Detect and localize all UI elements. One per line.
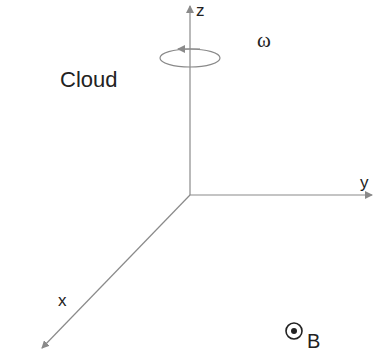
x-axis <box>42 195 190 348</box>
y-axis <box>190 194 372 195</box>
field-symbol-dot <box>291 328 297 334</box>
axis-label: x <box>58 292 67 309</box>
sphere-outline <box>42 47 338 343</box>
rotation-arrow <box>178 48 200 49</box>
field-label: B <box>307 331 320 351</box>
axis-label: z <box>196 2 205 19</box>
cloud-sphere: Cloud <box>42 47 338 343</box>
field-symbol-ring <box>286 323 302 339</box>
angular-velocity-label: ω <box>257 30 271 51</box>
rotation-loop <box>160 49 220 67</box>
axis-label: y <box>360 174 369 191</box>
z-axis <box>189 6 190 195</box>
cloud-label: Cloud <box>60 69 117 91</box>
